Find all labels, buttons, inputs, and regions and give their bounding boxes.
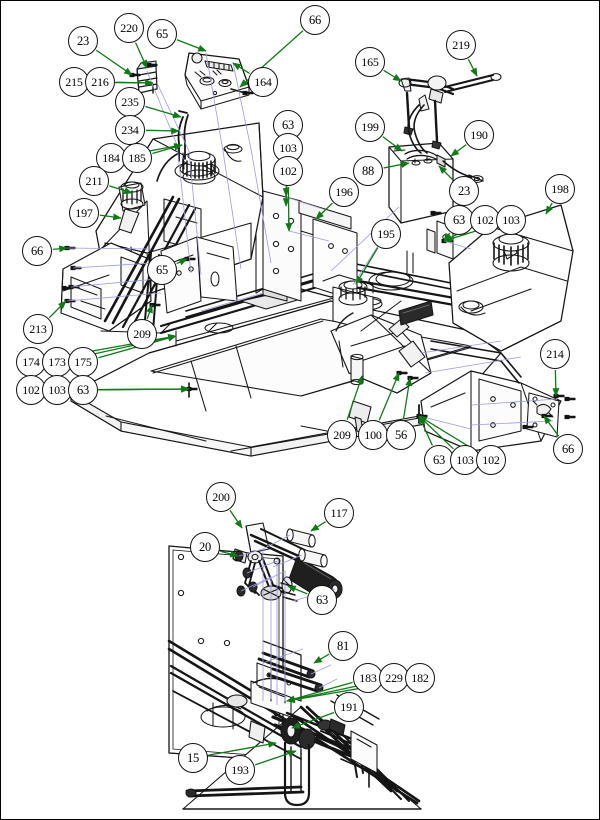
callout-173[interactable]: 173 xyxy=(42,347,72,377)
leader-15 xyxy=(208,740,277,756)
callout-63[interactable]: 63 xyxy=(444,205,474,235)
callout-63[interactable]: 63 xyxy=(68,375,98,405)
leader-63 xyxy=(98,385,190,393)
leader-63 xyxy=(287,585,308,595)
leader-56 xyxy=(402,377,413,420)
callout-216[interactable]: 216 xyxy=(85,67,115,97)
callout-199[interactable]: 199 xyxy=(355,112,385,142)
leader-164 xyxy=(232,62,250,74)
leader-66 xyxy=(52,245,68,253)
callout-220[interactable]: 220 xyxy=(114,13,144,43)
callout-211[interactable]: 211 xyxy=(79,166,109,196)
leader-200 xyxy=(229,509,243,529)
leader-191 xyxy=(291,711,335,729)
leader-23 xyxy=(438,165,454,181)
callout-66[interactable]: 66 xyxy=(553,434,583,464)
callout-102[interactable]: 102 xyxy=(273,156,303,186)
callout-214[interactable]: 214 xyxy=(540,339,570,369)
callout-190[interactable]: 190 xyxy=(464,120,494,150)
leader-102 xyxy=(285,186,293,232)
callout-182[interactable]: 182 xyxy=(405,663,435,693)
leader-100 xyxy=(378,372,400,421)
callout-66[interactable]: 66 xyxy=(300,5,330,35)
leader-185 xyxy=(152,143,183,155)
callout-23[interactable]: 23 xyxy=(68,26,98,56)
callout-100[interactable]: 100 xyxy=(358,420,388,450)
callout-15[interactable]: 15 xyxy=(178,743,208,773)
leader-199 xyxy=(382,136,403,152)
leader-183 xyxy=(286,681,353,703)
callout-184[interactable]: 184 xyxy=(96,143,126,173)
callout-200[interactable]: 200 xyxy=(206,482,236,512)
leader-66 xyxy=(543,415,560,437)
leader-65 xyxy=(176,39,207,52)
leader-88 xyxy=(383,161,410,169)
leader-220 xyxy=(134,42,148,69)
callout-65[interactable]: 65 xyxy=(147,255,177,285)
callout-88[interactable]: 88 xyxy=(353,156,383,186)
callout-103[interactable]: 103 xyxy=(496,205,526,235)
leader-20 xyxy=(220,550,239,558)
leader-213 xyxy=(48,300,67,319)
callout-198[interactable]: 198 xyxy=(545,174,575,204)
callout-185[interactable]: 185 xyxy=(122,143,152,173)
callout-63[interactable]: 63 xyxy=(424,445,454,475)
callout-102[interactable]: 102 xyxy=(476,445,506,475)
callout-175[interactable]: 175 xyxy=(68,347,98,377)
upper-assembly-geometry xyxy=(60,52,576,457)
callout-63[interactable]: 63 xyxy=(307,585,337,615)
callout-195[interactable]: 195 xyxy=(371,219,401,249)
callout-102[interactable]: 102 xyxy=(470,205,500,235)
callout-164[interactable]: 164 xyxy=(248,67,278,97)
callout-56[interactable]: 56 xyxy=(386,420,416,450)
leader-195 xyxy=(355,247,379,285)
callout-235[interactable]: 235 xyxy=(115,87,145,117)
leader-117 xyxy=(310,521,326,532)
leader-216 xyxy=(115,79,154,87)
callout-193[interactable]: 193 xyxy=(225,755,255,785)
callout-191[interactable]: 191 xyxy=(334,692,364,722)
leader-190 xyxy=(450,144,467,157)
leader-234 xyxy=(145,127,180,135)
upper-construction-lines xyxy=(66,52,558,430)
callout-20[interactable]: 20 xyxy=(190,532,220,562)
leader-81 xyxy=(313,653,330,664)
callout-209[interactable]: 209 xyxy=(127,319,157,349)
leader-23 xyxy=(95,49,133,76)
callout-165[interactable]: 165 xyxy=(355,47,385,77)
leader-165 xyxy=(383,69,402,82)
callout-213[interactable]: 213 xyxy=(23,314,53,344)
callout-66[interactable]: 66 xyxy=(22,236,52,266)
callout-215[interactable]: 215 xyxy=(59,67,89,97)
leader-198 xyxy=(545,202,553,215)
callout-196[interactable]: 196 xyxy=(329,177,359,207)
leader-197 xyxy=(99,213,122,221)
leader-214 xyxy=(552,369,560,397)
leader-65 xyxy=(176,258,188,266)
lower-construction-lines xyxy=(238,534,338,705)
leader-209 xyxy=(346,375,363,421)
callout-81[interactable]: 81 xyxy=(328,631,358,661)
leader-211 xyxy=(109,185,133,194)
callout-23[interactable]: 23 xyxy=(449,176,479,206)
callout-234[interactable]: 234 xyxy=(115,115,145,145)
callout-209[interactable]: 209 xyxy=(327,420,357,450)
leader-209 xyxy=(146,304,153,320)
callout-197[interactable]: 197 xyxy=(69,198,99,228)
callout-65[interactable]: 65 xyxy=(147,19,177,49)
leader-193 xyxy=(254,750,297,766)
leader-219 xyxy=(467,58,478,77)
callout-219[interactable]: 219 xyxy=(446,30,476,60)
leader-196 xyxy=(315,202,333,220)
leader-235 xyxy=(145,105,182,119)
callout-102[interactable]: 102 xyxy=(16,375,46,405)
callout-117[interactable]: 117 xyxy=(324,498,354,528)
